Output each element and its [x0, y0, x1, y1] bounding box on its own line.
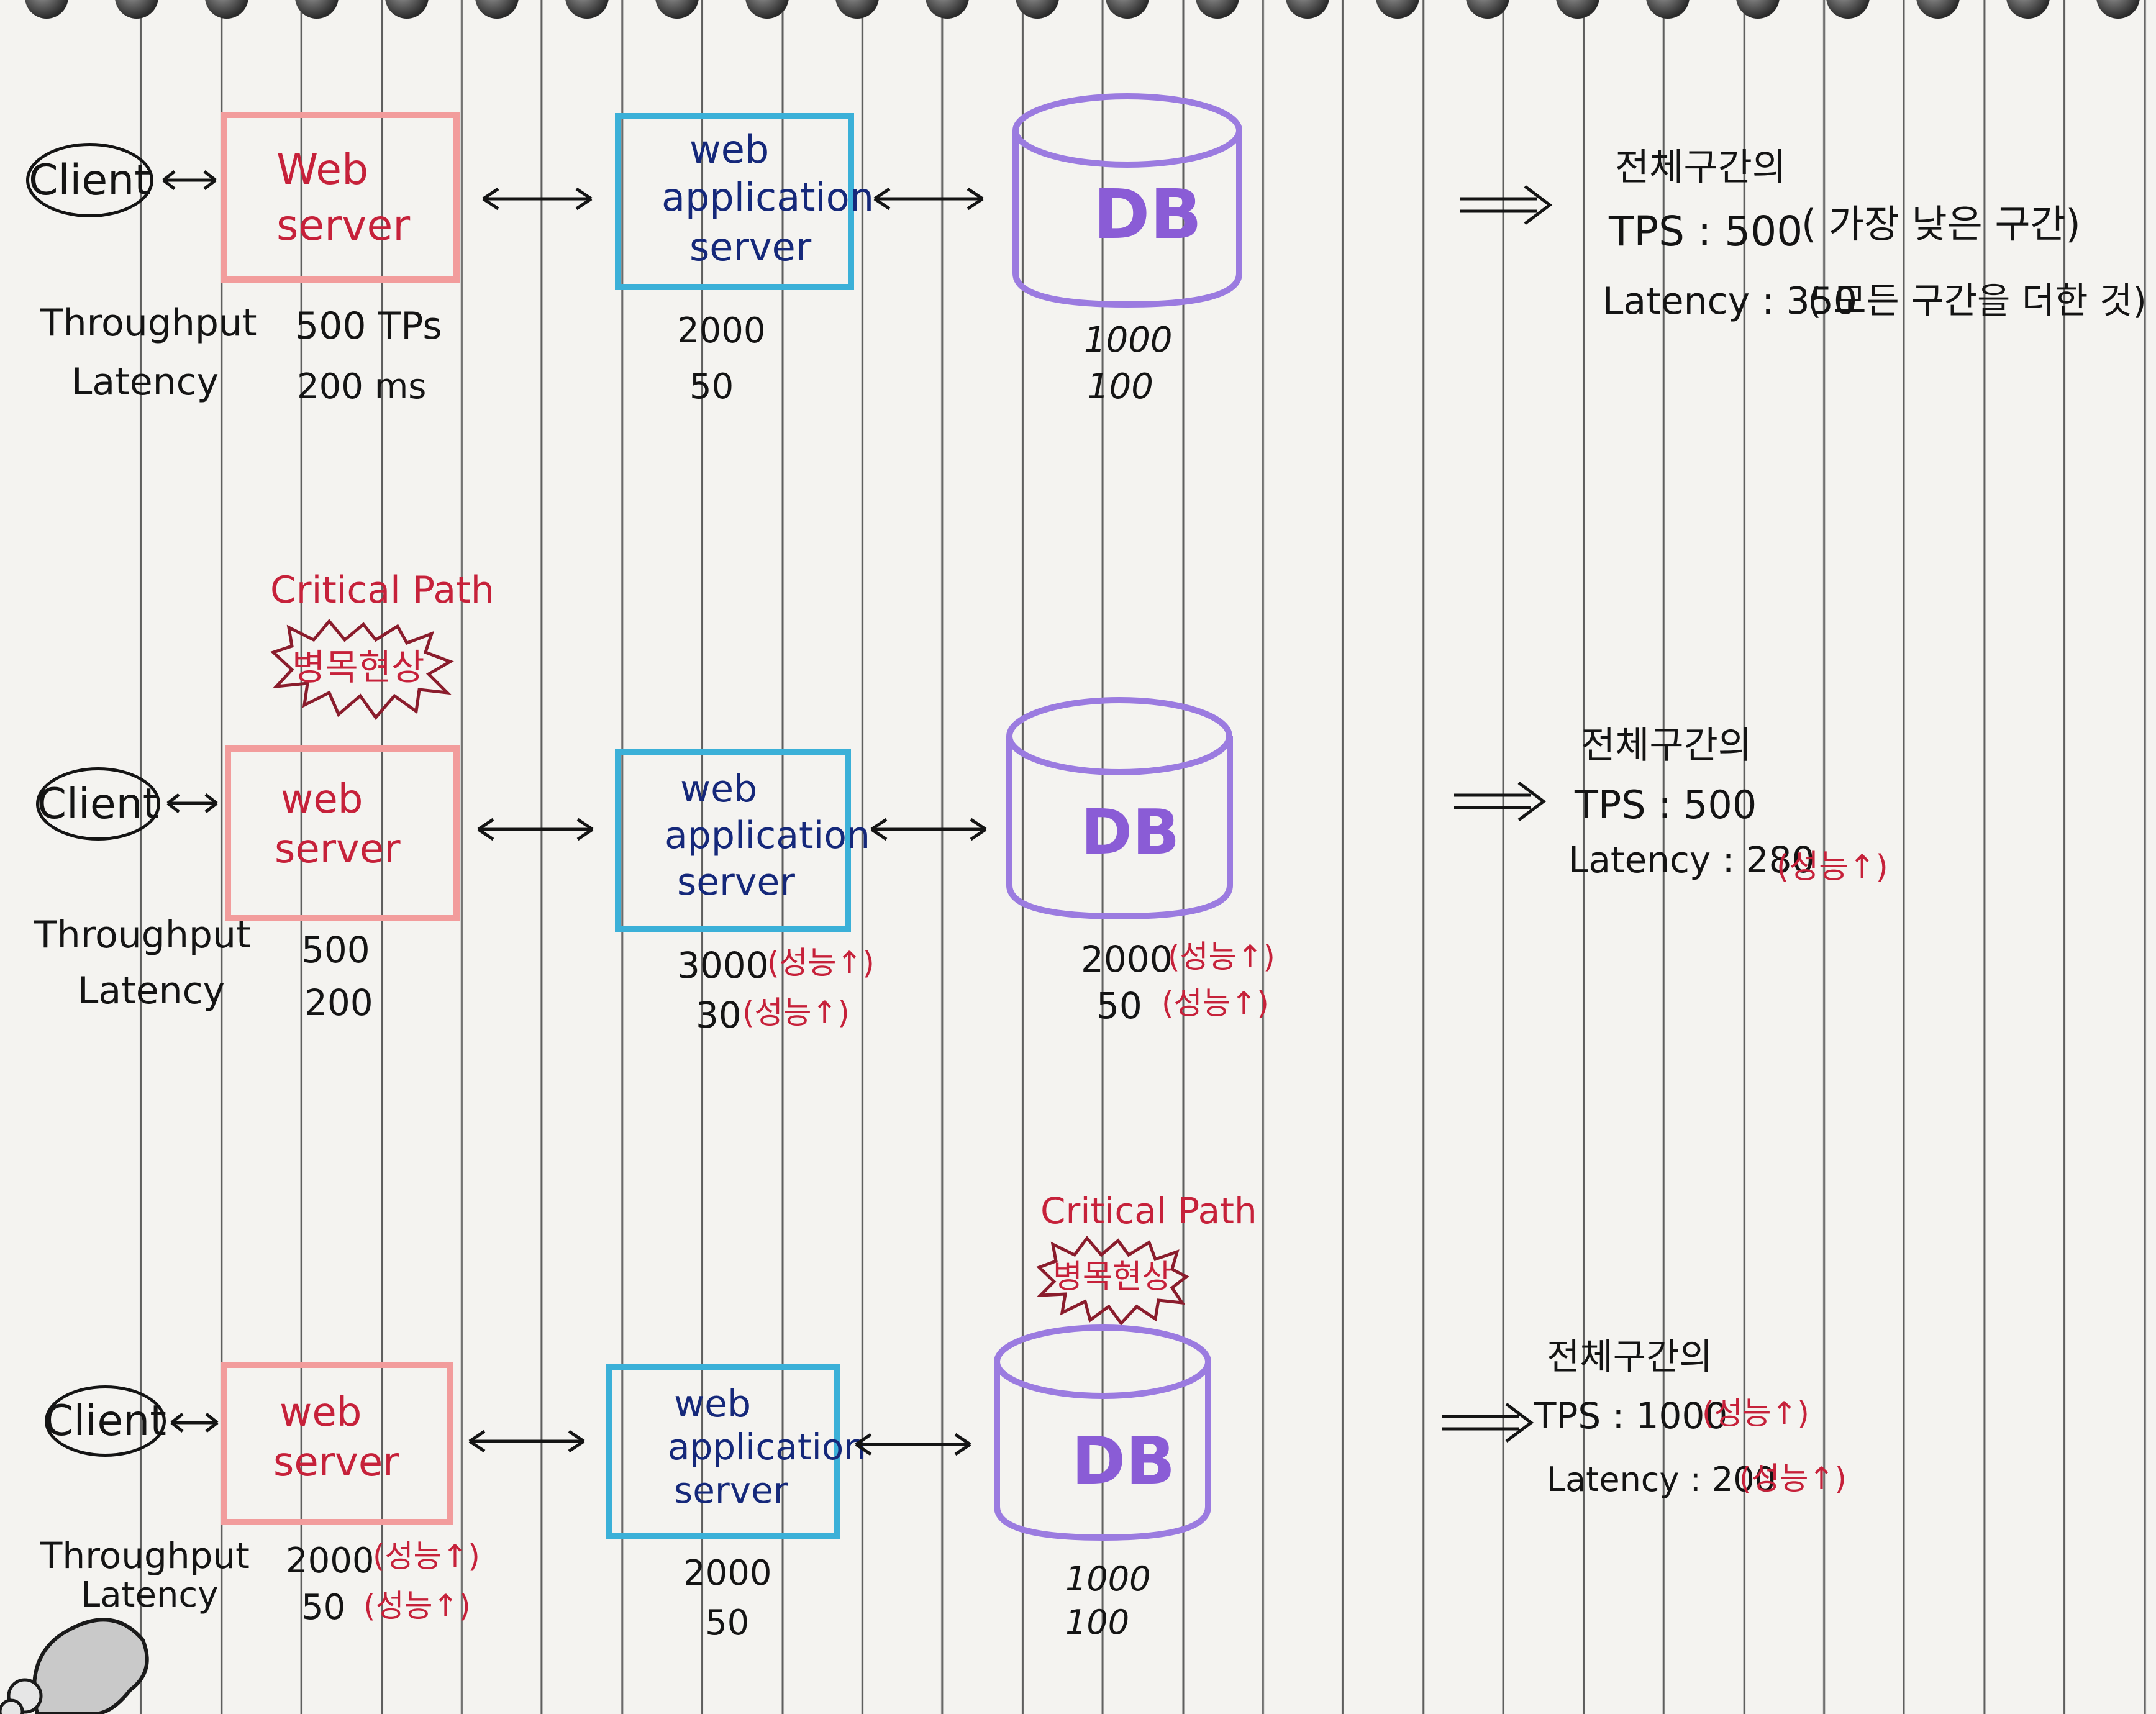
- was-box: web application server: [606, 1364, 840, 1539]
- was-label: server: [674, 1472, 788, 1508]
- client-node: Client: [36, 767, 160, 841]
- was-db-arrow: [851, 1426, 975, 1463]
- db-latency-value: 50: [1096, 988, 1142, 1024]
- summary-latency-note: (성능↑): [1776, 851, 1888, 883]
- summary-tps-note: ( 가장 낮은 구간): [1801, 205, 2081, 244]
- was-label: server: [689, 228, 811, 267]
- db-label: DB: [1071, 1429, 1175, 1494]
- summary-tps: TPS : 500: [1609, 211, 1803, 252]
- was-latency-value: 50: [689, 370, 734, 404]
- db-throughput-value: 1000: [1065, 1562, 1150, 1596]
- was-throughput-note: (성능↑): [767, 947, 875, 978]
- web-was-arrow: [478, 180, 596, 217]
- was-latency-value: 30: [696, 997, 742, 1033]
- bottleneck-label: 병목현상: [292, 649, 424, 685]
- summary-title: 전체구간의: [1615, 149, 1786, 186]
- web-throughput-value: 500: [301, 932, 370, 968]
- was-label: web: [674, 1385, 751, 1423]
- summary-latency-note: (성능↑): [1739, 1463, 1847, 1494]
- client-web-arrow: [163, 788, 222, 819]
- summary-title: 전체구간의: [1581, 727, 1752, 764]
- critical-path-label: Critical Path: [1040, 1193, 1257, 1229]
- was-label: web: [689, 130, 769, 169]
- latency-label: Latency: [78, 972, 225, 1010]
- web-was-arrow: [465, 1423, 589, 1460]
- client-node: Client: [45, 1385, 166, 1457]
- db-latency-value: 100: [1065, 1606, 1129, 1639]
- result-arrow: [1450, 773, 1550, 829]
- client-web-arrow: [166, 1407, 222, 1438]
- web-throughput-value: 2000: [286, 1544, 375, 1579]
- web-server-label: web: [281, 780, 363, 819]
- web-server-box: web server: [221, 1362, 453, 1525]
- bottleneck-label: 병목현상: [1053, 1261, 1171, 1293]
- was-label: application: [665, 817, 870, 854]
- web-server-label: server: [275, 829, 401, 869]
- web-latency-value: 200: [304, 985, 373, 1021]
- was-box: web application server: [615, 113, 854, 290]
- result-arrow: [1457, 177, 1556, 233]
- throughput-label: Throughput: [40, 304, 257, 342]
- was-db-arrow: [870, 180, 988, 217]
- was-label: web: [680, 770, 757, 808]
- web-throughput-note: (성능↑): [373, 1541, 480, 1572]
- client-web-arrow: [158, 165, 221, 196]
- latency-label: Latency: [71, 363, 219, 401]
- db-throughput-value: 2000: [1081, 941, 1173, 977]
- web-server-label: web: [280, 1393, 362, 1433]
- was-box: web application server: [615, 749, 851, 932]
- summary-tps: TPS : 500: [1575, 786, 1757, 824]
- summary-latency-note: ( 모든 구간을 더한 것): [1808, 283, 2147, 319]
- critical-path-label: Critical Path: [270, 572, 494, 609]
- web-was-arrow: [473, 811, 598, 848]
- cartoon-sticker-icon: [0, 1566, 155, 1714]
- was-latency-value: 50: [705, 1606, 749, 1641]
- was-latency-note: (성능↑): [742, 997, 850, 1028]
- web-latency-value: 200 ms: [297, 370, 426, 404]
- web-server-label: Web: [276, 149, 368, 191]
- summary-tps: TPS : 1000: [1534, 1398, 1727, 1434]
- db-label: DB: [1081, 801, 1180, 864]
- web-latency-value: 50: [301, 1590, 345, 1625]
- web-server-box: web server: [225, 745, 460, 921]
- summary-tps-note: (성능↑): [1702, 1398, 1809, 1429]
- db-throughput-note: (성능↑): [1168, 941, 1275, 972]
- was-db-arrow: [866, 811, 991, 848]
- web-latency-note: (성능↑): [363, 1590, 471, 1621]
- was-throughput-value: 2000: [677, 314, 766, 349]
- was-label: application: [662, 178, 874, 217]
- result-arrow: [1438, 1395, 1537, 1451]
- db-label: DB: [1093, 180, 1202, 248]
- db-latency-value: 100: [1087, 370, 1153, 404]
- was-throughput-value: 2000: [683, 1556, 772, 1591]
- web-server-box: Web server: [221, 112, 460, 283]
- was-label: server: [677, 864, 795, 901]
- throughput-label: Throughput: [34, 916, 251, 954]
- db-throughput-value: 1000: [1084, 323, 1173, 358]
- client-node: Client: [26, 143, 153, 217]
- was-label: application: [668, 1429, 866, 1465]
- web-server-label: server: [273, 1443, 399, 1482]
- was-throughput-value: 3000: [677, 947, 769, 983]
- db-latency-note: (성능↑): [1162, 988, 1269, 1019]
- web-throughput-value: 500 TPs: [295, 308, 442, 345]
- web-server-label: server: [276, 205, 410, 247]
- summary-title: 전체구간의: [1547, 1339, 1713, 1375]
